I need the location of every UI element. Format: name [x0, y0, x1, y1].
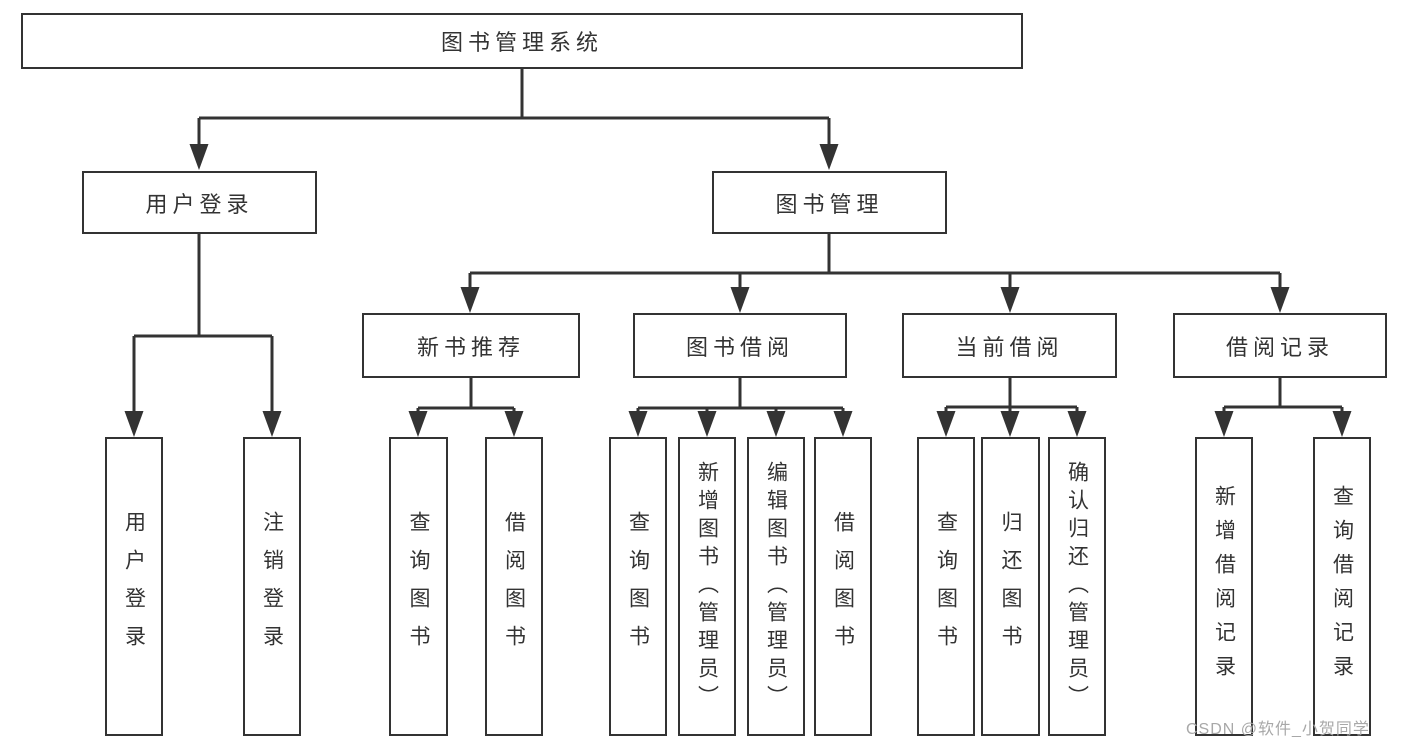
node-book-borrow: 图书借阅: [633, 313, 847, 378]
node-book-mgmt: 图书管理: [712, 171, 947, 234]
node-user-login: 用户登录: [82, 171, 317, 234]
node-new-book-recommend-label: 新书推荐: [416, 334, 525, 360]
leaf-query-borrow-record: 查询借阅记录: [1313, 437, 1371, 736]
leaf-return-book: 归还图书: [981, 437, 1040, 736]
leaf-user-login-label: 用户登录: [122, 510, 146, 663]
connector-stems: [132, 69, 1344, 418]
node-borrow-record-label: 借阅记录: [1225, 334, 1334, 360]
node-root: 图书管理系统: [21, 13, 1023, 69]
leaf-query-book-current-label: 查询图书: [934, 510, 958, 663]
leaf-add-book-admin: 新增图书（管理员）: [678, 437, 736, 736]
node-root-label: 图书管理系统: [440, 30, 603, 55]
node-current-borrow-label: 当前借阅: [955, 334, 1064, 360]
leaf-query-book-borrow: 查询图书: [609, 437, 667, 736]
leaf-edit-book-admin: 编辑图书（管理员）: [747, 437, 805, 736]
leaf-logout-login-label: 注销登录: [260, 510, 284, 663]
leaf-query-book-current: 查询图书: [917, 437, 975, 736]
leaf-user-login: 用户登录: [105, 437, 163, 736]
node-new-book-recommend: 新书推荐: [362, 313, 580, 378]
leaf-return-book-label: 归还图书: [999, 510, 1022, 663]
leaf-borrow-book-rec-label: 借阅图书: [502, 510, 526, 663]
node-book-borrow-label: 图书借阅: [685, 334, 794, 360]
leaf-confirm-return-admin: 确认归还（管理员）: [1048, 437, 1106, 736]
leaf-add-borrow-record: 新增借阅记录: [1195, 437, 1253, 736]
connector-arrowheads: [124, 144, 1352, 437]
leaf-query-borrow-record-label: 查询借阅记录: [1330, 484, 1354, 689]
leaf-add-book-admin-label: 新增图书（管理员）: [695, 460, 719, 713]
watermark: CSDN @软件_小贺同学: [1186, 721, 1370, 738]
node-current-borrow: 当前借阅: [902, 313, 1117, 378]
leaf-borrow-book: 借阅图书: [814, 437, 872, 736]
leaf-borrow-book-label: 借阅图书: [831, 510, 855, 663]
node-borrow-record: 借阅记录: [1173, 313, 1387, 378]
node-user-login-label: 用户登录: [145, 191, 254, 217]
node-book-mgmt-label: 图书管理: [775, 191, 884, 217]
leaf-logout-login: 注销登录: [243, 437, 301, 736]
leaf-edit-book-admin-label: 编辑图书（管理员）: [764, 460, 788, 713]
leaf-query-book-rec: 查询图书: [389, 437, 448, 736]
leaf-query-book-borrow-label: 查询图书: [626, 510, 650, 663]
leaf-confirm-return-admin-label: 确认归还（管理员）: [1065, 460, 1089, 713]
leaf-query-book-rec-label: 查询图书: [407, 510, 430, 663]
leaf-add-borrow-record-label: 新增借阅记录: [1212, 484, 1236, 689]
leaf-borrow-book-rec: 借阅图书: [485, 437, 543, 736]
